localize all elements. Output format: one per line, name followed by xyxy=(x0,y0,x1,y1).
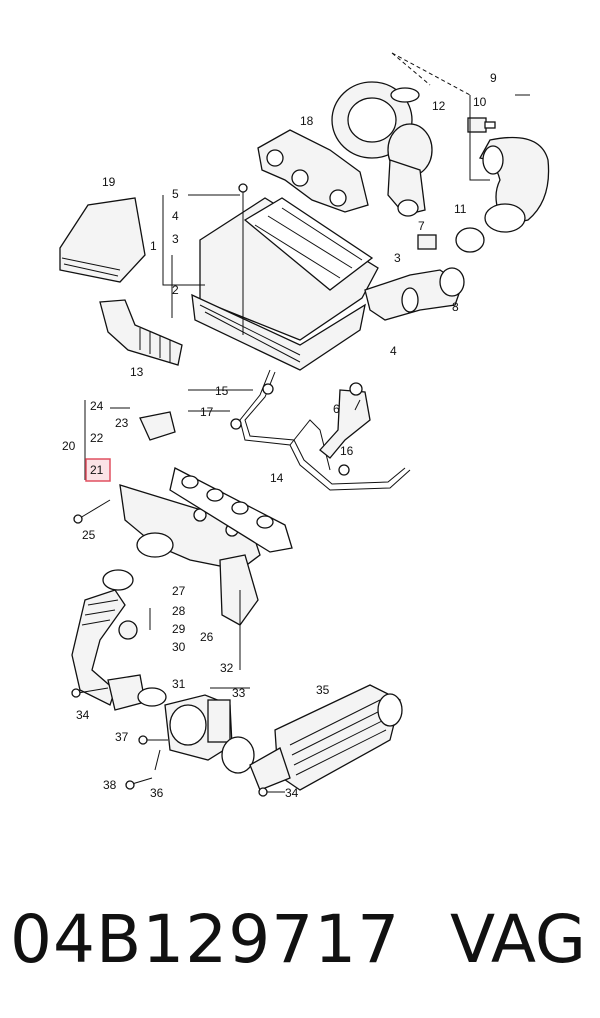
callout-6: 6 xyxy=(333,402,340,416)
callout-11: 11 xyxy=(454,202,467,216)
callout-26: 26 xyxy=(200,630,214,644)
callout-8: 8 xyxy=(452,300,459,314)
sensor-7 xyxy=(417,234,437,250)
bolt-25 xyxy=(73,499,111,524)
brand-name: VAG xyxy=(449,901,586,978)
callout-18: 18 xyxy=(300,114,314,128)
air-filter-housing xyxy=(191,197,379,371)
callout-5: 5 xyxy=(172,187,179,201)
callout-38: 38 xyxy=(103,778,117,792)
callout-2: 2 xyxy=(172,283,179,297)
callout-28: 28 xyxy=(172,604,186,618)
clamp-11 xyxy=(455,227,485,253)
callout-22: 22 xyxy=(90,431,104,445)
callout-9: 9 xyxy=(490,71,497,85)
stud-36 xyxy=(154,749,161,771)
callout-14: 14 xyxy=(270,471,284,485)
callout-13: 13 xyxy=(130,365,144,379)
callout-27: 27 xyxy=(172,584,186,598)
part-number: 04B129717 xyxy=(10,901,401,978)
bolt-34-right xyxy=(258,787,285,797)
bolt-37 xyxy=(138,735,168,745)
callout-4a: 4 xyxy=(172,209,179,223)
clamp-27 xyxy=(102,569,134,591)
vacuum-lines-14 xyxy=(230,369,411,491)
pipe-26 xyxy=(71,589,126,706)
callout-1: 1 xyxy=(150,239,157,253)
intercooler-35 xyxy=(249,684,403,791)
callout-15: 15 xyxy=(215,384,229,398)
gasket-33 xyxy=(221,736,255,774)
callout-24: 24 xyxy=(90,399,104,413)
intake-pipe-3 xyxy=(364,267,465,321)
bolt-38 xyxy=(125,777,153,790)
highlight-box-21 xyxy=(85,458,111,482)
callout-16: 16 xyxy=(340,444,354,458)
clamp-12 xyxy=(390,87,420,103)
callout-25: 25 xyxy=(82,528,96,542)
bolt-34-left xyxy=(71,687,109,698)
footer: 04B129717 VAG xyxy=(0,890,600,990)
callout-36: 36 xyxy=(150,786,164,800)
callout-10: 10 xyxy=(473,95,487,109)
throttle-body-32 xyxy=(164,694,233,761)
callout-23: 23 xyxy=(115,416,129,430)
callout-20: 20 xyxy=(62,439,76,453)
callout-33: 33 xyxy=(232,686,246,700)
manifold-gasket xyxy=(169,467,293,553)
callout-19: 19 xyxy=(102,175,116,189)
valve-29 xyxy=(118,608,151,640)
intake-duct-19 xyxy=(59,197,146,283)
flange-31 xyxy=(107,674,167,711)
pressure-sensor-22 xyxy=(139,411,176,441)
callout-34a: 34 xyxy=(76,708,90,722)
callout-29: 29 xyxy=(172,622,186,636)
intake-manifold-21 xyxy=(119,484,261,626)
filter-bolt-5 xyxy=(238,183,248,335)
callout-32: 32 xyxy=(220,661,234,675)
callout-37: 37 xyxy=(115,730,129,744)
hose-13 xyxy=(99,299,183,366)
callout-34b: 34 xyxy=(285,786,299,800)
callout-31: 31 xyxy=(172,677,186,691)
callout-35: 35 xyxy=(316,683,330,697)
callout-30: 30 xyxy=(172,640,186,654)
callout-21: 21 xyxy=(90,463,104,477)
callout-17: 17 xyxy=(200,405,214,419)
callout-12: 12 xyxy=(432,99,446,113)
turbocharger xyxy=(257,81,433,217)
exploded-parts-diagram: 1 2 3 3 4 4 5 6 7 8 9 10 11 12 13 14 15 … xyxy=(59,52,550,800)
callout-7: 7 xyxy=(418,219,425,233)
callout-3b: 3 xyxy=(394,251,401,265)
callout-4b: 4 xyxy=(390,344,397,358)
callout-3a: 3 xyxy=(172,232,179,246)
air-hose-9 xyxy=(467,117,550,233)
